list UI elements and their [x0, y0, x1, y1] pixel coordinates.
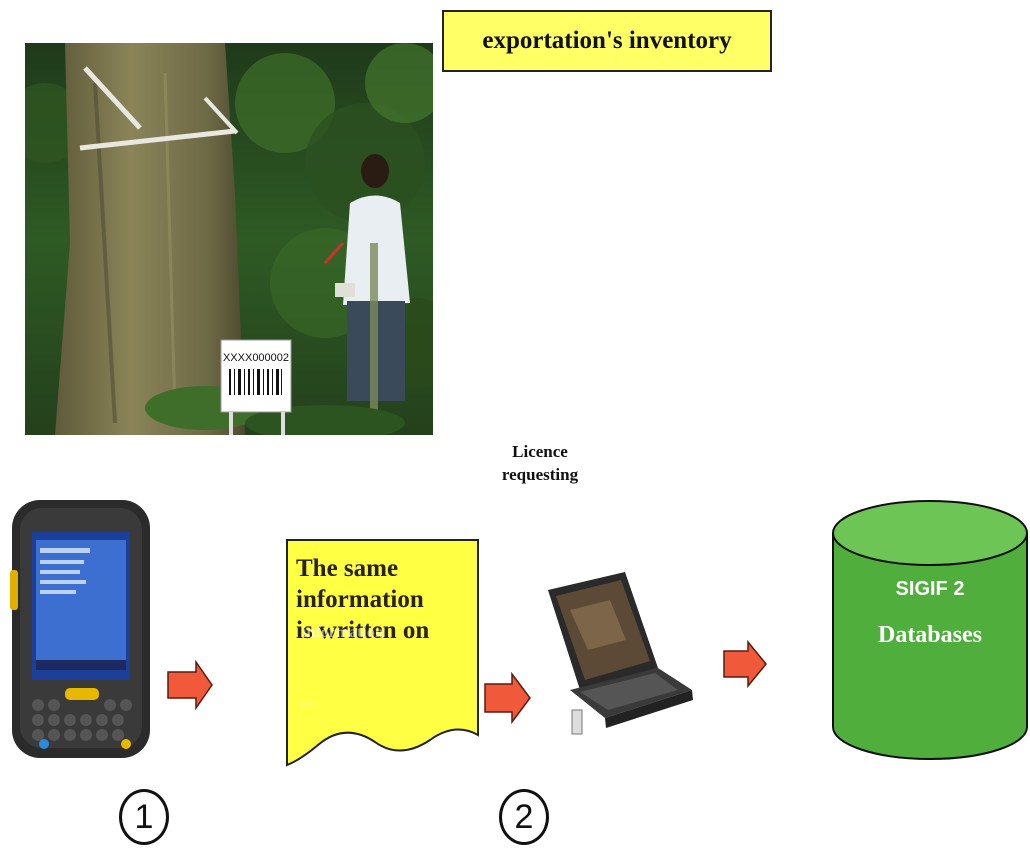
licence-line-1: Licence [512, 442, 568, 461]
inventory-title-box: exportation's inventory [442, 10, 772, 72]
forest-inventory-photo: XXXX000002 [25, 43, 433, 435]
licence-line-2: requesting [501, 465, 579, 484]
laptop-icon [548, 572, 693, 735]
document-line-1: The same [296, 555, 399, 582]
arrow-right-icon [484, 671, 531, 725]
step-2-badge: 2 [499, 789, 549, 845]
tag-code-text: XXXX000002 [223, 352, 289, 364]
step-2-number: 2 [514, 797, 534, 836]
arrow-right-icon [167, 659, 213, 711]
database-cylinder-icon [832, 500, 1028, 760]
barcode-icon [229, 369, 282, 395]
handheld-scanner-icon [10, 500, 150, 758]
database-name: SIGIF 2 [895, 578, 965, 600]
document-ghost-text: information [302, 624, 384, 641]
database-label: Databases [877, 622, 982, 648]
document-text: The same information is written on [296, 553, 471, 646]
document-line-2: information [296, 586, 424, 613]
inventory-title: exportation's inventory [482, 27, 732, 54]
arrow-right-icon [723, 639, 767, 689]
document-faint-text: ... [300, 692, 312, 709]
document-line-3: is written on [296, 617, 430, 644]
step-1-number: 1 [134, 797, 154, 836]
step-1-badge: 1 [119, 789, 169, 845]
paper-document-shape [286, 539, 479, 767]
licence-requesting-label: Licence requesting [470, 440, 610, 486]
